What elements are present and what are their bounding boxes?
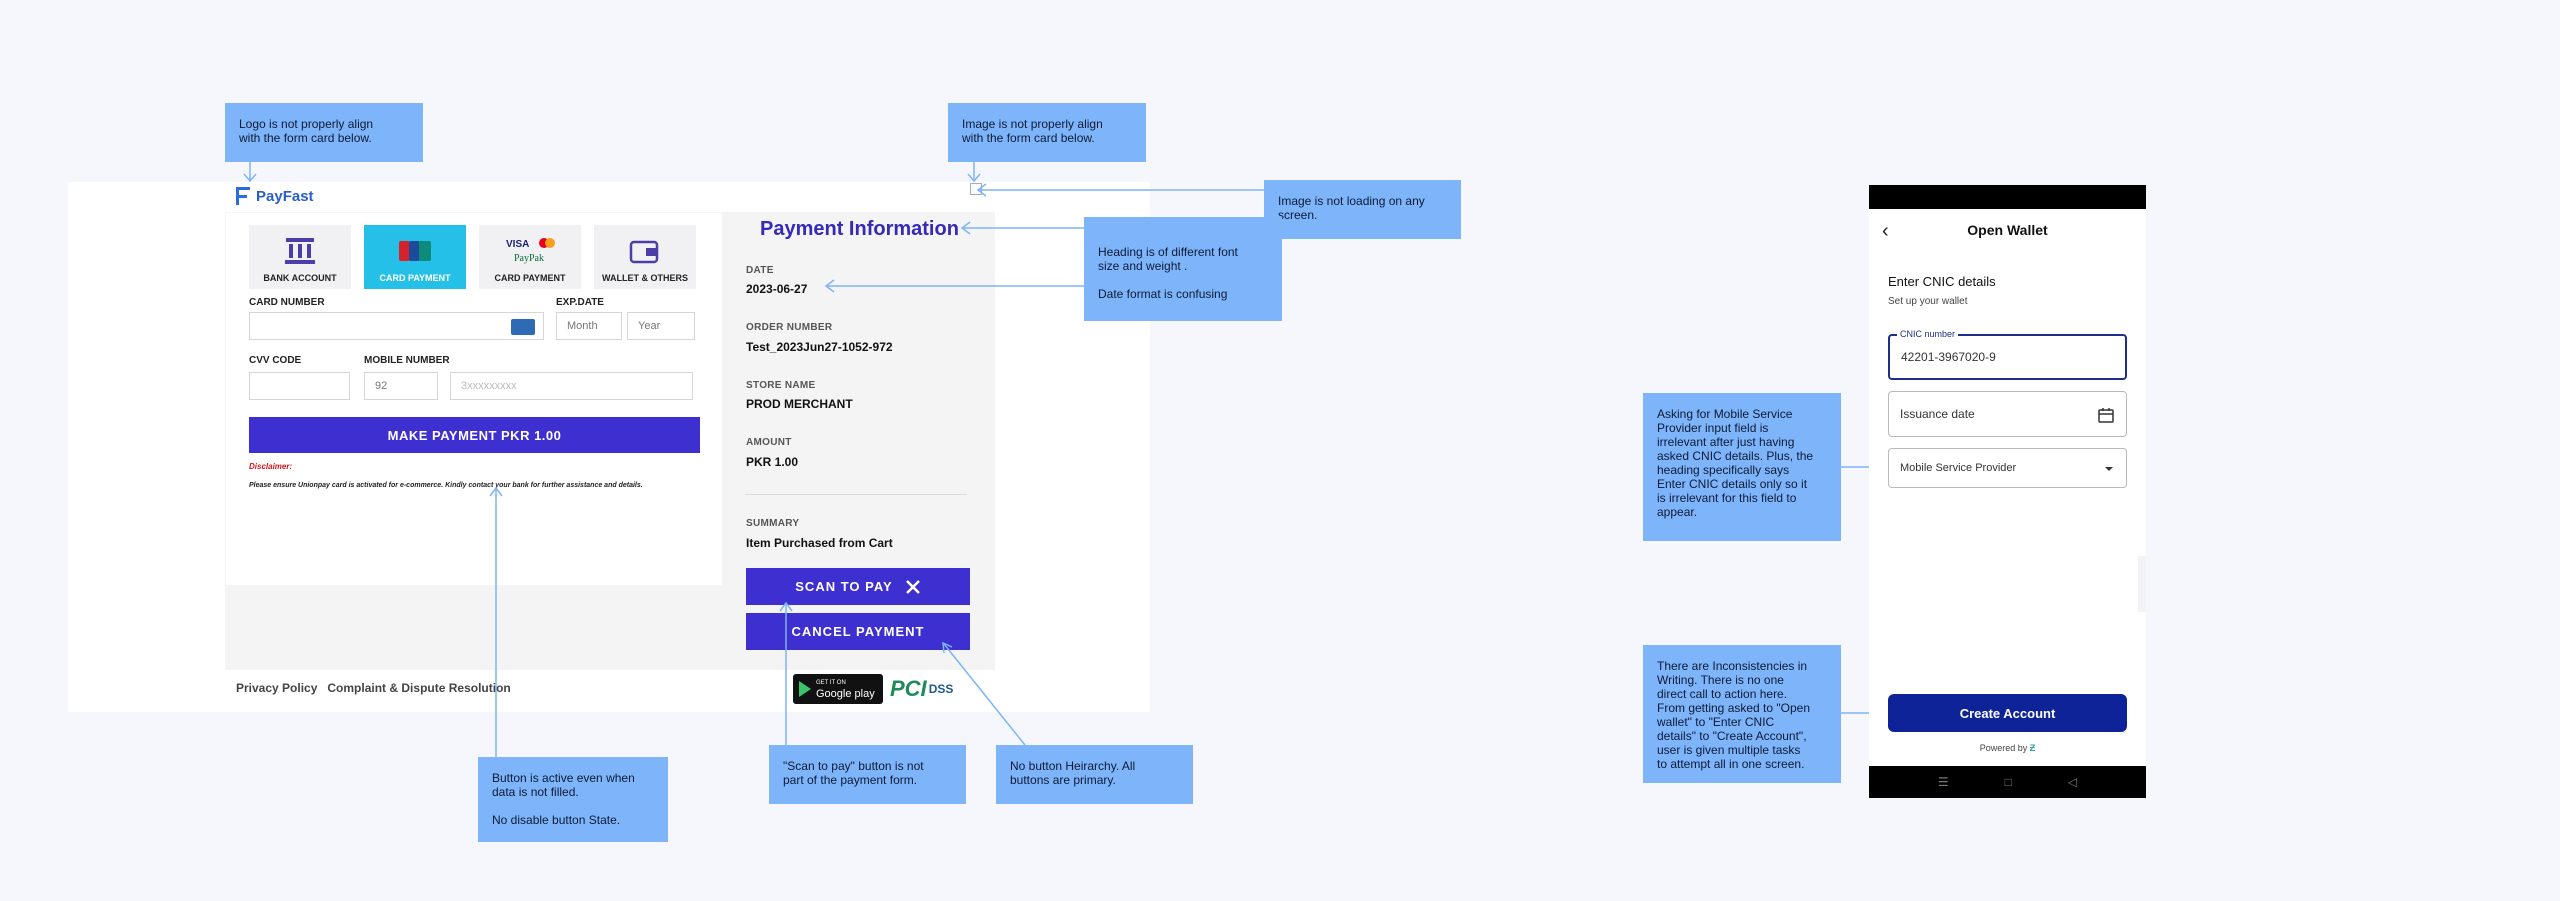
svg-text:VISA: VISA bbox=[506, 239, 529, 250]
note-scan-to-pay: "Scan to pay" button is not part of the … bbox=[769, 745, 966, 804]
order-number-label: ORDER NUMBER bbox=[746, 322, 833, 333]
note-heading-date: Heading is of different font size and we… bbox=[1084, 217, 1282, 321]
note-inconsistency: There are Inconsistencies in Writing. Th… bbox=[1643, 645, 1841, 783]
note-image-align: Image is not properly align with the for… bbox=[948, 103, 1146, 162]
cancel-payment-button[interactable]: CANCEL PAYMENT bbox=[746, 613, 970, 650]
complaint-link[interactable]: Complaint & Dispute Resolution bbox=[327, 681, 511, 695]
scan-icon bbox=[905, 579, 920, 594]
date-label: DATE bbox=[746, 265, 774, 276]
bank-icon bbox=[282, 235, 318, 267]
note-heading-text: Heading is of different font size and we… bbox=[1098, 245, 1238, 273]
back-arrow-icon[interactable]: ‹ bbox=[1882, 220, 1889, 242]
card-number-input[interactable] bbox=[249, 312, 544, 340]
unionpay-icon bbox=[397, 235, 433, 267]
summary-value: Item Purchased from Cart bbox=[746, 536, 893, 550]
visa-mastercard-paypak-icon: VISA PayPak bbox=[500, 235, 560, 267]
mobile-title: Open Wallet bbox=[1967, 222, 2048, 238]
scroll-indicator bbox=[2138, 556, 2146, 612]
payfast-logo-icon bbox=[236, 187, 250, 205]
create-account-button[interactable]: Create Account bbox=[1888, 694, 2127, 732]
disclaimer-title: Disclaimer: bbox=[249, 462, 293, 471]
store-name-value: PROD MERCHANT bbox=[746, 397, 853, 411]
mobile-subheading: Set up your wallet bbox=[1888, 296, 1968, 307]
dss-text: DSS bbox=[928, 682, 954, 696]
scan-to-pay-button[interactable]: SCAN TO PAY bbox=[746, 568, 970, 605]
google-play-small-text: GET IT ON bbox=[816, 680, 846, 686]
scan-to-pay-label: SCAN TO PAY bbox=[795, 579, 893, 594]
status-bar bbox=[1869, 185, 2146, 209]
make-payment-button[interactable]: MAKE PAYMENT PKR 1.00 bbox=[249, 417, 700, 453]
mobile-heading: Enter CNIC details bbox=[1888, 274, 1996, 289]
card-icon bbox=[511, 319, 535, 335]
payfast-logo: PayFast bbox=[236, 184, 314, 208]
calendar-icon[interactable] bbox=[2098, 407, 2114, 423]
google-play-icon bbox=[799, 681, 811, 697]
powered-by: Powered by Ƶ bbox=[1869, 743, 2146, 753]
note-mobile-provider: Asking for Mobile Service Provider input… bbox=[1643, 393, 1841, 541]
note-image-loading: Image is not loading on any screen. bbox=[1264, 180, 1461, 239]
exp-date-label: EXP.DATE bbox=[556, 297, 604, 308]
pci-dss-badge: PCI DSS bbox=[890, 674, 970, 704]
note-logo-align: Logo is not properly align with the form… bbox=[225, 103, 423, 162]
note-button-hierarchy: No button Heirarchy. All buttons are pri… bbox=[996, 745, 1193, 804]
google-play-text: Google play bbox=[816, 688, 875, 700]
brand-icon: Ƶ bbox=[2029, 743, 2036, 753]
mobile-provider-placeholder: Mobile Service Provider bbox=[1900, 462, 2017, 474]
exp-year-input[interactable]: Year bbox=[627, 312, 695, 340]
home-icon[interactable]: □ bbox=[2004, 775, 2012, 789]
method-wallet-others[interactable]: WALLET & OTHERS bbox=[594, 225, 696, 289]
google-play-badge[interactable]: GET IT ON Google play bbox=[793, 674, 883, 704]
exp-month-input[interactable]: Month bbox=[556, 312, 622, 340]
cnic-label: CNIC number bbox=[1897, 329, 1959, 339]
note-date-text: Date format is confusing bbox=[1098, 287, 1228, 301]
store-name-label: STORE NAME bbox=[746, 380, 816, 391]
privacy-policy-link[interactable]: Privacy Policy bbox=[236, 681, 318, 695]
order-number-value: Test_2023Jun27-1052-972 bbox=[746, 340, 893, 354]
divider bbox=[745, 494, 967, 495]
chevron-down-icon bbox=[2105, 467, 2113, 471]
navigation-bar: ☰ □ ◁ bbox=[1869, 766, 2146, 798]
issuance-date-placeholder: Issuance date bbox=[1900, 407, 1975, 421]
footer-links: Privacy Policy Complaint & Dispute Resol… bbox=[236, 681, 511, 695]
issuance-date-input[interactable]: Issuance date bbox=[1888, 391, 2127, 437]
broken-image-icon bbox=[970, 183, 982, 195]
mobile-prefix-input[interactable]: 92 bbox=[364, 372, 438, 400]
svg-text:PayPak: PayPak bbox=[514, 253, 544, 264]
payment-info-title: Payment Information bbox=[760, 218, 959, 240]
mobile-provider-select[interactable]: Mobile Service Provider bbox=[1888, 448, 2127, 488]
recent-apps-icon[interactable]: ☰ bbox=[1937, 775, 1949, 789]
wallet-icon bbox=[627, 235, 663, 267]
method-unionpay[interactable]: CARD PAYMENT bbox=[364, 225, 466, 289]
mobile-number-label: MOBILE NUMBER bbox=[364, 355, 450, 366]
powered-by-text: Powered by bbox=[1979, 743, 2028, 753]
card-number-label: CARD NUMBER bbox=[249, 297, 325, 308]
summary-label: SUMMARY bbox=[746, 518, 800, 529]
cnic-input[interactable]: 42201-3967020-9 bbox=[1888, 334, 2127, 380]
disclaimer-text: Please ensure Unionpay card is activated… bbox=[249, 482, 643, 489]
note-button-active: Button is active even when data is not f… bbox=[478, 757, 668, 842]
back-nav-icon[interactable]: ◁ bbox=[2067, 775, 2078, 789]
date-value: 2023-06-27 bbox=[746, 282, 808, 296]
mobile-number-input[interactable]: 3xxxxxxxxx bbox=[450, 372, 693, 400]
method-bank-account[interactable]: BANK ACCOUNT bbox=[249, 225, 351, 289]
pci-text: PCI bbox=[890, 676, 927, 701]
cvv-label: CVV CODE bbox=[249, 355, 302, 366]
amount-value: PKR 1.00 bbox=[746, 455, 799, 469]
cvv-input[interactable] bbox=[249, 372, 350, 400]
amount-label: AMOUNT bbox=[746, 437, 792, 448]
